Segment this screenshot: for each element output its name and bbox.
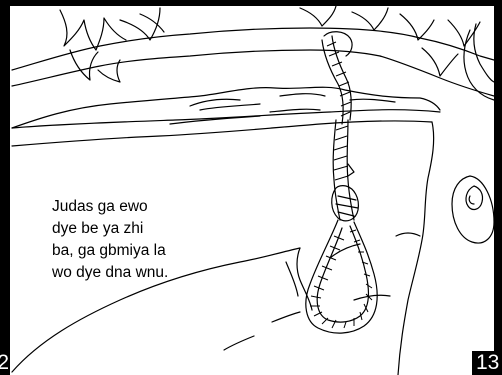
story-caption: Judas ga ewo dye be ya zhi ba, ga gbmiya… (52, 196, 222, 284)
tree-trunk (463, 29, 495, 101)
caption-line: wo dye dna wnu. (52, 264, 169, 281)
caption-line: Judas ga ewo (52, 198, 148, 215)
distant-hills (11, 86, 441, 129)
rope-texture (310, 41, 373, 329)
page-number-left: 12 (0, 351, 9, 375)
rope-knot (331, 185, 359, 222)
foliage-left (59, 9, 127, 51)
tree-branch (11, 27, 495, 71)
caption-line: ba, ga gbmiya la (52, 242, 166, 259)
page-number-left-text: 12 (0, 351, 9, 374)
rope-middle (332, 119, 341, 221)
cocoon (451, 175, 495, 244)
cliff (397, 121, 435, 375)
rope-top (321, 39, 344, 125)
noose-loop (305, 219, 378, 334)
page-number-right: 13 (472, 351, 502, 375)
foliage-right (299, 5, 337, 27)
caption-line: dye be ya zhi (52, 220, 144, 237)
